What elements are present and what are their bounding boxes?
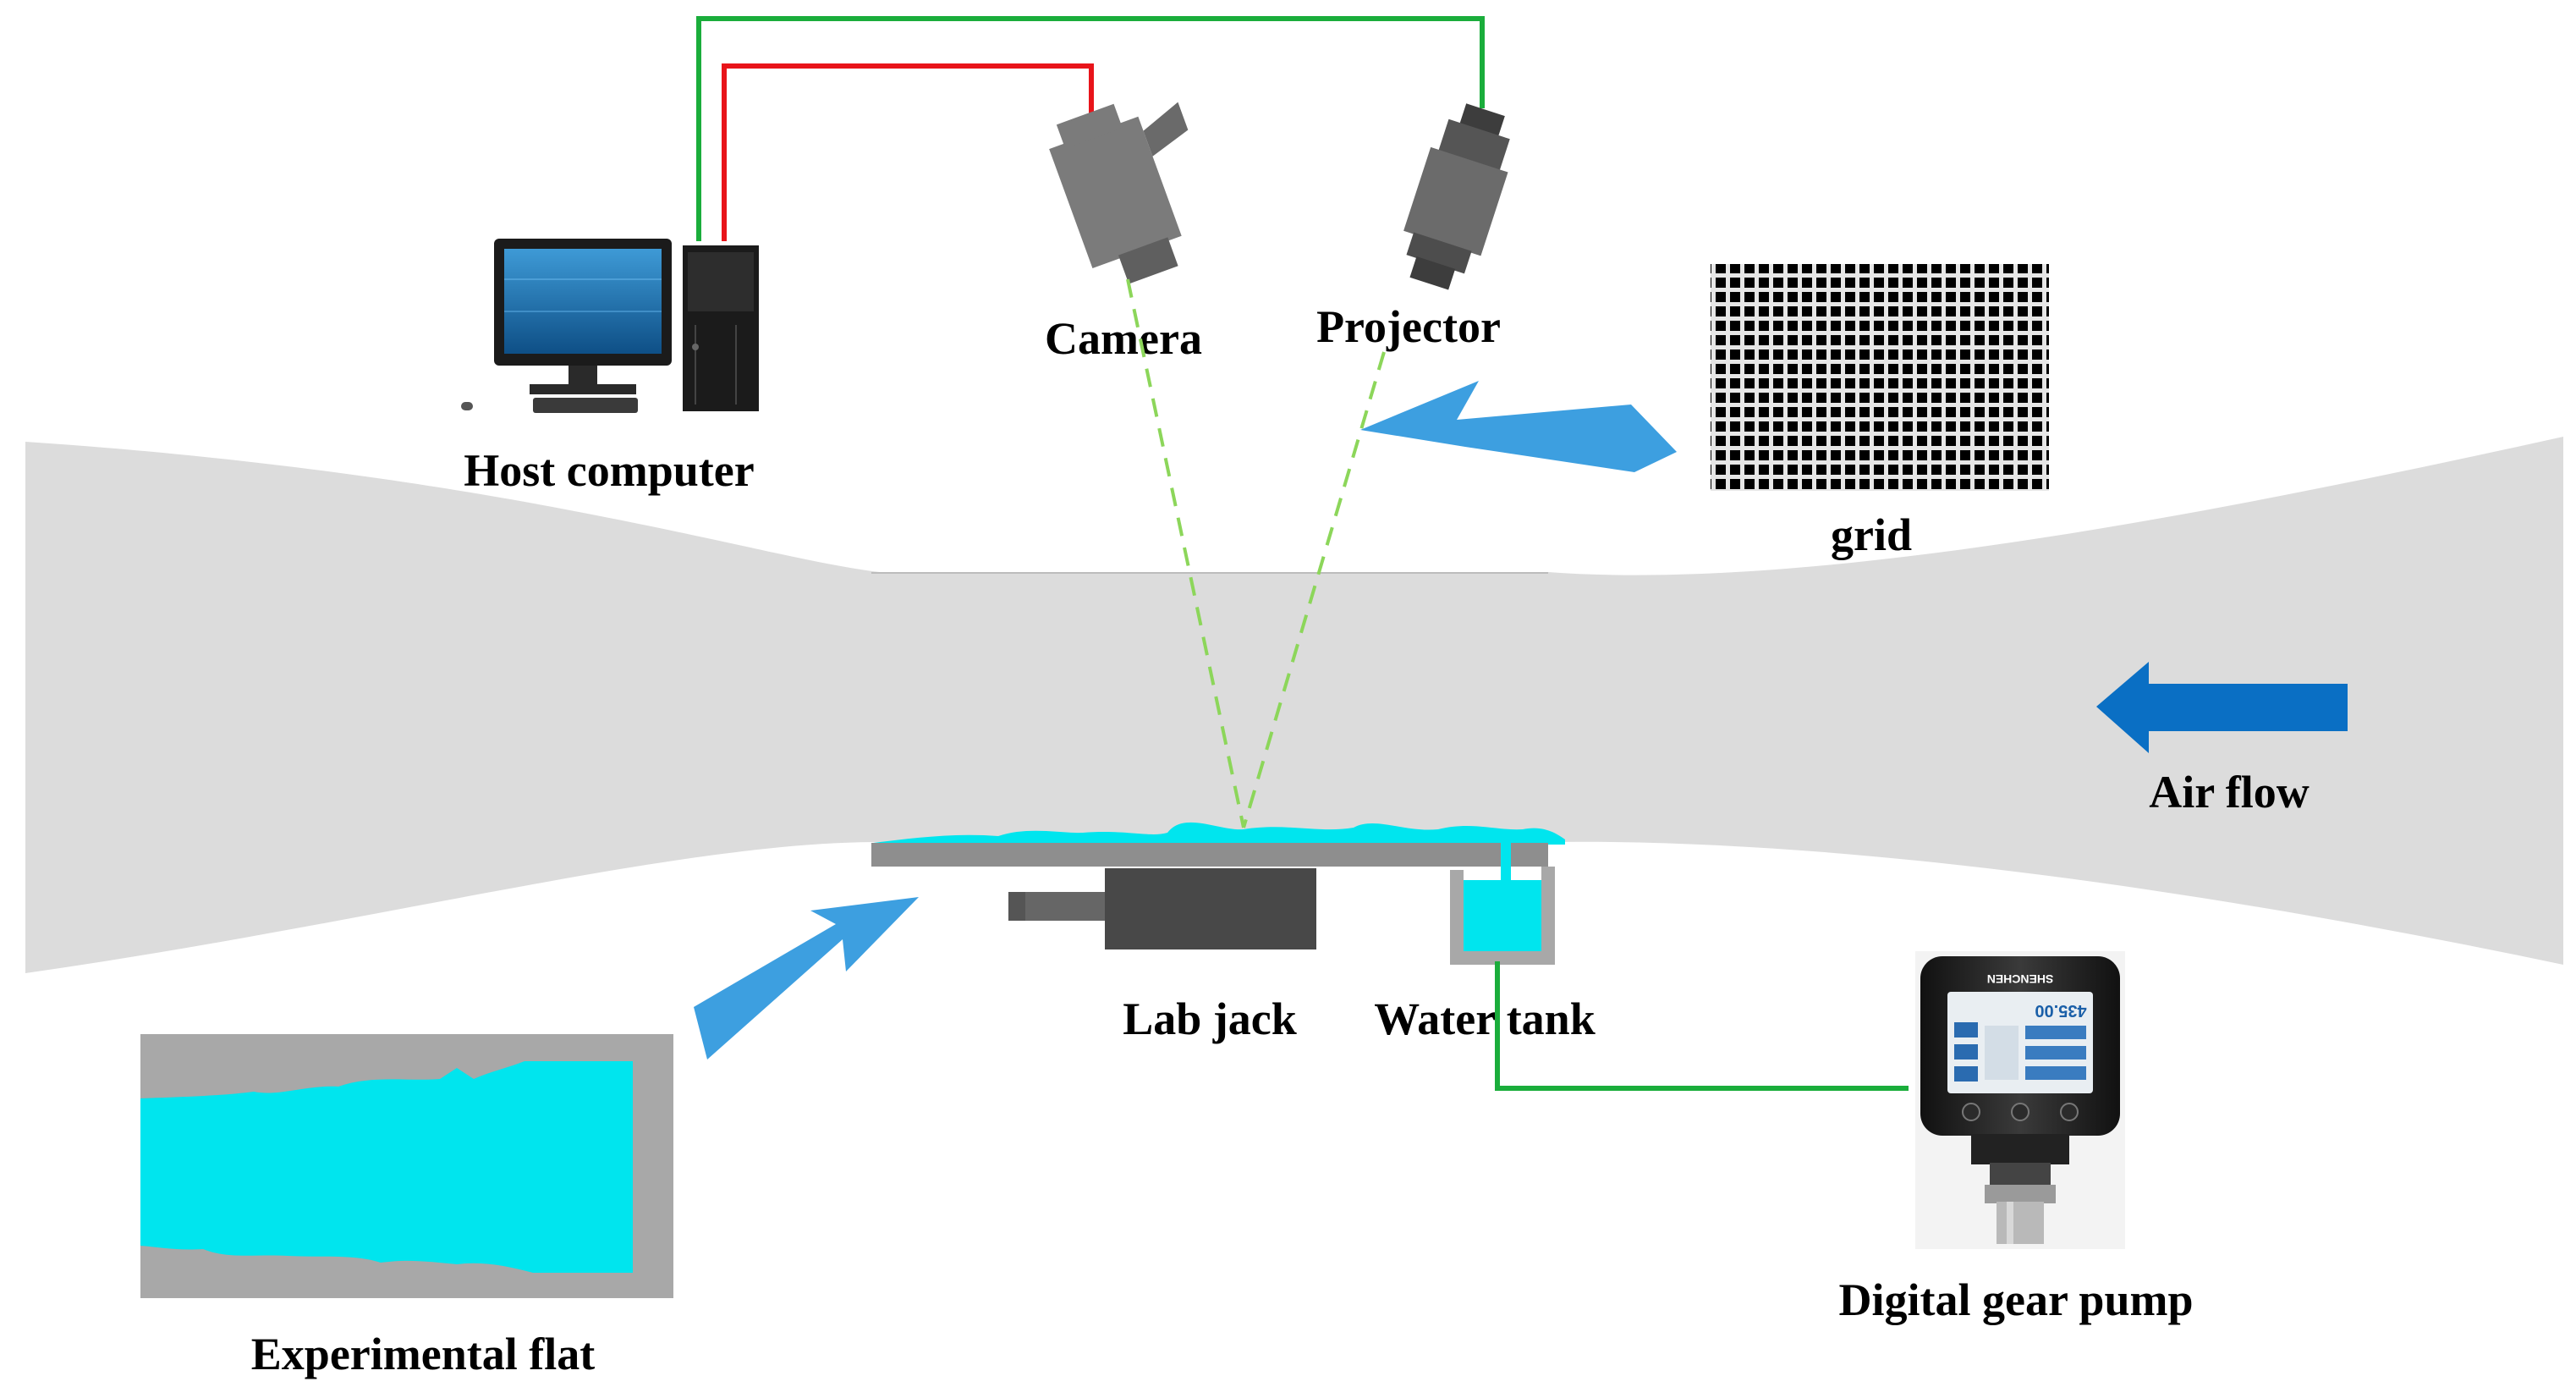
projector-beam xyxy=(1242,351,1386,828)
air-flow-arrow xyxy=(2096,662,2348,753)
camera-beam xyxy=(1126,278,1245,828)
air-flow-label: Air flow xyxy=(2149,767,2309,817)
water-tank-icon xyxy=(1450,843,1555,965)
digital-gear-pump-image: SHENCHEN 435.00 xyxy=(1915,951,2125,1249)
experimental-flat-label: Experimental flat xyxy=(251,1329,595,1379)
flat-to-plate-arrow xyxy=(694,897,919,1060)
camera-icon xyxy=(1049,102,1189,284)
experimental-plate xyxy=(871,822,1565,867)
pump-brand-text: SHENCHEN xyxy=(1987,972,2054,986)
cable-red-to-camera xyxy=(722,63,1094,241)
pump-reading-text: 435.00 xyxy=(2035,1001,2086,1020)
lab-jack-label: Lab jack xyxy=(1123,993,1297,1044)
grid-label: grid xyxy=(1831,509,1912,560)
host-computer-label: Host computer xyxy=(464,445,754,496)
digital-gear-pump-label: Digital gear pump xyxy=(1838,1274,2193,1325)
projector-icon xyxy=(1403,103,1510,290)
projector-label: Projector xyxy=(1316,301,1501,352)
grid-image xyxy=(1711,264,2049,491)
camera-label: Camera xyxy=(1045,313,1202,364)
host-computer-icon xyxy=(461,239,759,413)
grid-to-projector-arrow xyxy=(1360,381,1677,472)
lab-jack-icon xyxy=(1008,868,1316,949)
wind-tunnel xyxy=(25,437,2563,973)
water-tank-label: Water tank xyxy=(1374,993,1596,1044)
cable-green-to-projector xyxy=(696,16,1485,241)
experimental-flat-image xyxy=(140,1034,673,1298)
pipe-tank-to-pump xyxy=(1495,961,1909,1091)
